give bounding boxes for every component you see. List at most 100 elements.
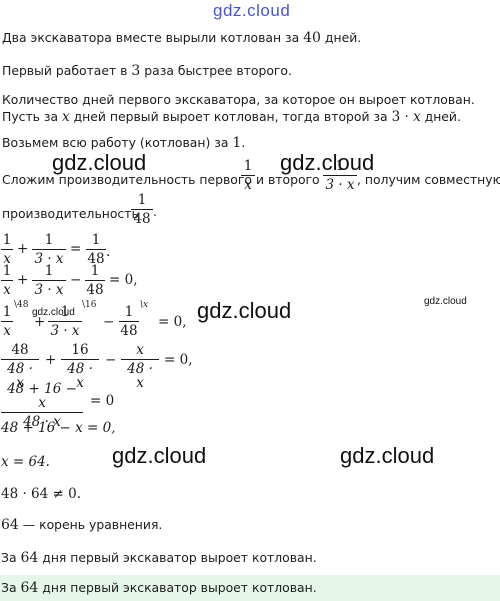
watermark: gdz.cloud — [424, 296, 467, 307]
text-line-3: Количество дней первого экскаватора, за … — [2, 92, 475, 107]
expression: 3 · — [391, 109, 414, 125]
number: 40 — [303, 30, 321, 46]
variable: x — [62, 109, 70, 125]
text-line-2: Первый работает в 3 раза быстрее второго… — [2, 63, 292, 79]
answer-text: За 64 дня первый экскаватор выроет котло… — [1, 580, 317, 596]
fraction: 48 48 · x — [1, 343, 39, 390]
denominator: 48 — [131, 209, 153, 226]
fraction-first: 1 x — [241, 159, 255, 192]
numerator: 16 — [71, 342, 89, 358]
numerator: 1 — [124, 304, 134, 320]
equation-solution: x = 64. — [1, 454, 50, 470]
operator: + — [34, 314, 46, 330]
number: 64 — [1, 517, 19, 533]
operator: + — [17, 272, 29, 288]
text-fragment: За — [1, 550, 21, 565]
text-fragment: . — [153, 204, 157, 219]
watermark: gdz.cloud — [52, 150, 147, 175]
numerator: x — [136, 342, 144, 358]
numerator: 1 — [90, 263, 100, 279]
fraction: 1 48 — [86, 233, 106, 266]
fraction: 48 + 16 − x 48 · x — [1, 382, 83, 429]
denominator: 3 · x — [48, 321, 82, 338]
text-fragment: дней. — [320, 30, 362, 45]
denominator: 3 · x — [32, 249, 66, 266]
operator: + — [45, 352, 57, 368]
numerator: 1 — [243, 158, 253, 174]
number: 3 — [131, 63, 141, 79]
watermark-top: gdz.cloud — [213, 1, 291, 20]
fraction: 1 x — [1, 305, 13, 338]
numerator: 1 — [60, 304, 70, 320]
fraction-combined: 1 48 — [131, 193, 153, 226]
text-fragment: . — [241, 135, 246, 150]
numerator: 1 — [2, 304, 12, 320]
operator: − — [70, 272, 82, 288]
text-fragment: Два экскаватора вместе вырыли котлован з… — [2, 30, 304, 45]
watermark: gdz.cloud — [197, 298, 292, 323]
number: 64 — [20, 550, 39, 566]
fraction: 1 3 · x — [32, 264, 66, 297]
denominator: x — [241, 175, 255, 192]
text-line-1: Два экскаватора вместе вырыли котлован з… — [2, 30, 361, 46]
text-fragment: , получим совместную — [357, 172, 500, 187]
text-line-5: Возьмем всю работу (котлован) за 1. — [2, 135, 245, 151]
operator: = 0, — [109, 272, 138, 288]
denominator: x — [1, 249, 13, 266]
denominator: 48 · x — [1, 412, 83, 429]
multiplier-label: \16 — [82, 300, 97, 310]
fraction: 1 48 — [119, 305, 139, 338]
text-line-4: Пусть за x дней первый выроет котлован, … — [2, 109, 461, 125]
text-fragment: За — [1, 580, 21, 595]
denominator: 48 — [86, 249, 106, 267]
text-fragment: дня первый экскаватор выроет котлован. — [38, 550, 317, 565]
numerator: 1 — [44, 232, 54, 248]
multiplier-label: \x — [140, 300, 149, 310]
number: 1 — [232, 135, 242, 151]
watermark: gdz.cloud — [340, 443, 435, 468]
fraction: 16 48 · x — [61, 343, 99, 390]
number: 64 — [20, 580, 39, 596]
answer-box — [0, 575, 500, 601]
text-fragment: и второго — [256, 172, 320, 187]
equation-check: 48 · 64 ≠ 0. — [1, 486, 82, 502]
multiplier-label: \48 — [14, 300, 29, 310]
root-statement: 64 — корень уравнения. — [1, 517, 162, 533]
fraction: 1 x — [1, 233, 13, 266]
operator: − — [105, 352, 117, 368]
text-fragment: раза быстрее второго. — [140, 63, 292, 78]
watermark: gdz.cloud — [32, 307, 75, 318]
numerator: 1 — [335, 158, 345, 174]
operator: = 0, — [158, 314, 187, 330]
fraction-second: 1 3 · x — [323, 159, 357, 192]
numerator: 1 — [2, 263, 12, 279]
operator: + — [17, 241, 29, 257]
numerator: 1 — [44, 263, 54, 279]
watermark: gdz.cloud — [112, 443, 207, 468]
fraction: 1 3 · x — [48, 305, 82, 338]
numerator: 1 — [91, 232, 101, 248]
denominator: 3 · x — [32, 280, 66, 297]
operator: = 0 — [90, 393, 115, 409]
text-fragment: дней. — [420, 109, 461, 124]
denominator: 48 · x — [1, 359, 39, 390]
text-fragment: дня первый экскаватор выроет котлован. — [38, 580, 317, 595]
operator: = — [70, 241, 82, 257]
text-fragment: производительность — [2, 206, 139, 221]
equation-linear: 48 + 16 − x = 0, — [1, 420, 116, 436]
denominator: 48 — [119, 321, 139, 339]
text-fragment: Сложим производительность первого — [2, 172, 252, 187]
variable: x — [413, 109, 421, 125]
operator: = 0, — [164, 352, 193, 368]
punct: . — [106, 244, 111, 260]
numerator: 48 — [11, 342, 29, 358]
operator: − — [103, 314, 115, 330]
fraction: 1 3 · x — [32, 233, 66, 266]
denominator: 48 · x — [61, 359, 99, 390]
numerator: 1 — [2, 232, 12, 248]
denominator: 48 — [85, 280, 105, 298]
conclusion: За 64 дня первый экскаватор выроет котло… — [1, 550, 317, 566]
text-fragment: — корень уравнения. — [18, 517, 163, 532]
fraction: 1 48 — [85, 264, 105, 297]
denominator: x — [1, 280, 13, 297]
